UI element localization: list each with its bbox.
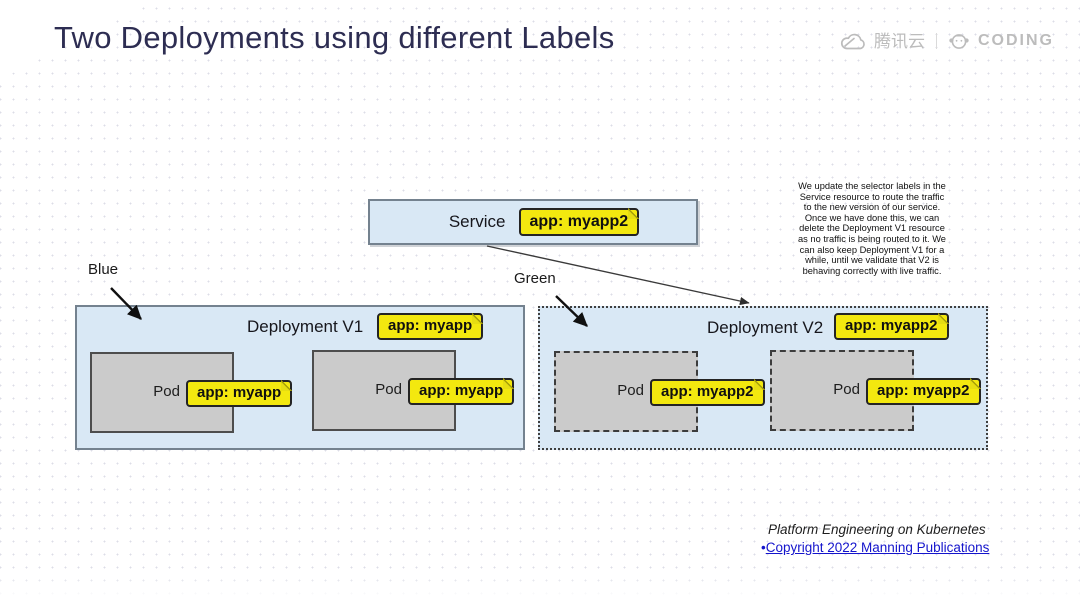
deployment-v2-box: Deployment V2 app: myapp2 Pod app: myapp… [538,306,988,450]
pod-tag: app: myapp [408,378,515,406]
blue-annotation: Blue [88,261,119,278]
deployment-v2-tag: app: myapp2 [834,313,949,341]
bullet: • [761,540,766,555]
copyright-line: •Copyright 2022 Manning Publications [761,540,989,555]
green-annotation: Green [514,270,556,287]
deployment-v1-box: Deployment V1 app: myapp Pod app: myapp … [75,305,525,450]
deployment-v2-title: Deployment V2 [707,318,824,337]
brand-divider [936,33,937,49]
deployment-v1-tag: app: myapp [377,313,484,341]
service-box: Service app: myapp2 [368,199,698,245]
book-title: Platform Engineering on Kubernetes [768,522,986,537]
page-title: Two Deployments using different Labels [54,20,615,55]
pod: Pod app: myapp2 [554,351,765,432]
service-name: Service [448,212,506,231]
coding-label: CODING [978,32,1054,49]
pod: Pod app: myapp2 [770,350,981,431]
bottom-fade-decoration [0,573,1080,607]
copyright-link[interactable]: Copyright 2022 Manning Publications [765,540,990,555]
pod-name: Pod [833,381,860,398]
pod: Pod app: myapp [90,352,293,433]
pod-name: Pod [617,382,644,399]
explanation-note: We update the selector labels in the Ser… [798,181,946,276]
tencent-cloud-icon [840,32,866,51]
tencent-cloud-label: 腾讯云 [874,31,925,51]
deployment-v1-title: Deployment V1 [247,317,364,336]
pod-tag: app: myapp2 [866,378,981,406]
coding-monkey-icon [948,31,970,51]
pod-tag: app: myapp2 [650,379,765,407]
pod-name: Pod [153,383,180,400]
pod-tag: app: myapp [186,380,293,408]
service-tag: app: myapp2 [518,207,640,237]
pod: Pod app: myapp [312,350,515,431]
pod-name: Pod [375,381,402,398]
brand-area: 腾讯云 CODING [840,26,1054,56]
